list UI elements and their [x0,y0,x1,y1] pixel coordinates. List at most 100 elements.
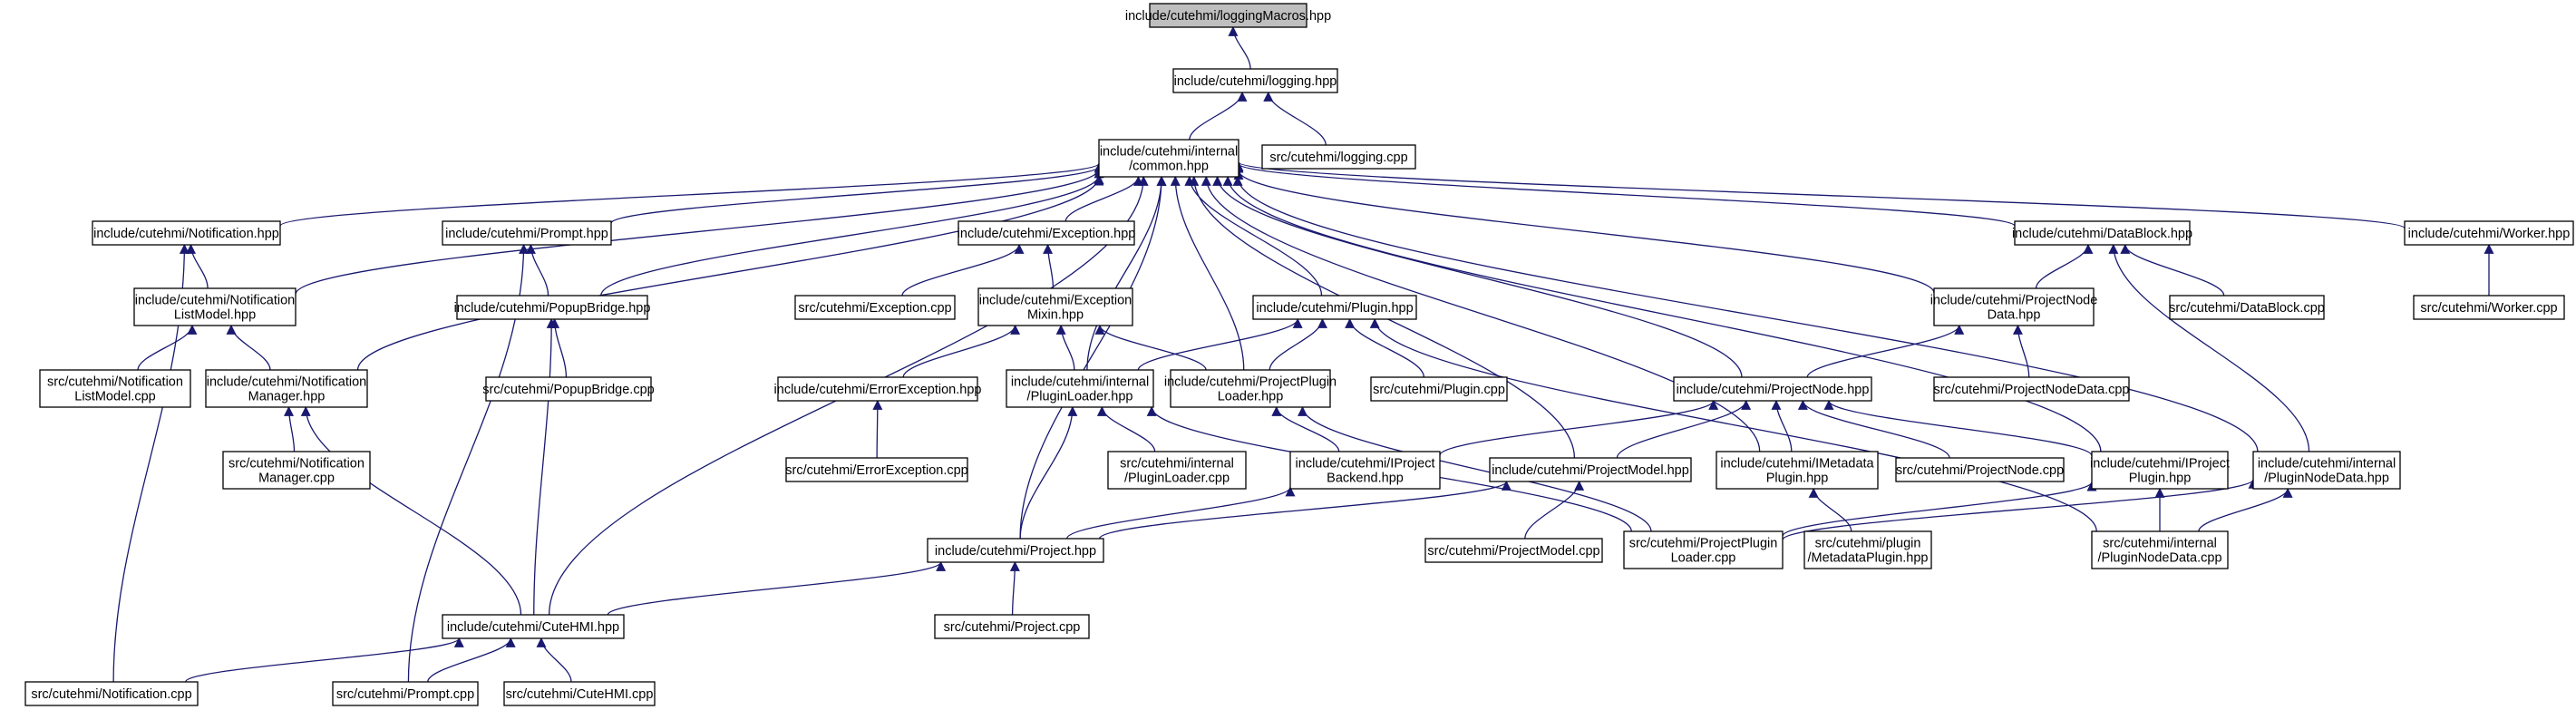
node-box [2091,530,2229,569]
node-label: /PluginNodeData.hpp [2264,472,2389,486]
node-label: include/cutehmi/PopupBridge.hpp [454,301,651,316]
edge-logging-cpp-to-logging-hpp [1263,91,1327,146]
edge-projectnodedata-cpp-to-projectnodedata-hpp [2012,324,2030,378]
edge-projectnode-hpp-to-common [1212,175,1743,378]
node-exception-cpp[interactable]: src/cutehmi/Exception.cpp [794,295,956,320]
node-exception-hpp[interactable]: include/cutehmi/Exception.hpp [957,220,1136,246]
edge-projectpluginloader-hpp-to-plugin-hpp [1269,317,1327,371]
node-box [2014,220,2191,246]
edge-exceptionmixin-hpp-to-exception-hpp [1043,243,1055,289]
node-label: include/cutehmi/Prompt.hpp [445,227,608,241]
node-prompt-cpp[interactable]: src/cutehmi/Prompt.cpp [332,681,479,706]
node-label: /MetadataPlugin.hpp [1807,551,1928,566]
node-cutehmi-hpp[interactable]: include/cutehmi/CuteHMI.hpp [442,614,625,639]
edge-iprojectplugin-hpp-to-projectnode-hpp [1823,399,2093,457]
edge-project-cpp-to-project-hpp [1009,560,1020,616]
node-popupbridge-hpp[interactable]: include/cutehmi/PopupBridge.hpp [454,295,651,320]
node-plugin-hpp[interactable]: include/cutehmi/Plugin.hpp [1252,295,1417,320]
node-box [503,681,656,706]
edge-iprojectplugin-hpp-to-common [1222,175,2102,452]
node-notiflistmodel-hpp[interactable]: include/cutehmi/NotificationListModel.hp… [133,287,296,326]
edge-common-to-logging-hpp [1189,91,1248,141]
node-label: src/cutehmi/Exception.cpp [798,301,951,316]
node-box [1489,457,1692,482]
edge-datablock-cpp-to-datablock-hpp [2120,243,2225,297]
node-box [1172,68,1338,93]
node-projectnodedata-cpp[interactable]: src/cutehmi/ProjectNodeData.cpp [1933,376,2130,402]
node-projectnodedata-hpp[interactable]: include/cutehmi/ProjectNodeData.hpp [1930,287,2098,326]
node-box [2091,451,2229,490]
node-pluginnodedata-hpp[interactable]: include/cutehmi/internal/PluginNodeData.… [2252,451,2401,490]
node-box [39,369,191,408]
node-errorexception-cpp[interactable]: src/cutehmi/ErrorException.cpp [785,457,968,482]
node-box [1803,530,1932,569]
node-notification-hpp[interactable]: include/cutehmi/Notification.hpp [92,220,281,246]
node-box [1098,139,1239,178]
edge-pluginloader-hpp-to-plugin-hpp [1137,317,1303,371]
node-pluginloader-hpp[interactable]: include/cutehmi/internal/PluginLoader.hp… [1006,369,1154,408]
edge-popupbridge-hpp-to-common [600,174,1104,297]
node-label: include/cutehmi/Notification [135,294,296,308]
node-metadataplugin-hpp[interactable]: src/cutehmi/plugin/MetadataPlugin.hpp [1803,530,1932,569]
edge-projectnodedata-hpp-to-datablock-hpp [2035,243,2094,289]
node-datablock-cpp[interactable]: src/cutehmi/DataBlock.cpp [2169,295,2325,320]
node-label: src/cutehmi/Plugin.cpp [1373,383,1505,397]
node-label: src/cutehmi/plugin [1815,537,1921,551]
node-worker-hpp[interactable]: include/cutehmi/Worker.hpp [2404,220,2574,246]
node-datablock-hpp[interactable]: include/cutehmi/DataBlock.hpp [2012,220,2192,246]
node-projectmodel-hpp[interactable]: include/cutehmi/ProjectModel.hpp [1489,457,1692,482]
node-label: ListModel.hpp [174,308,256,323]
edge-project-hpp-to-projectmodel-hpp [1098,480,1512,540]
node-label: Manager.cpp [258,472,335,486]
node-logging-hpp[interactable]: include/cutehmi/logging.hpp [1172,68,1338,93]
node-projectnode-cpp[interactable]: src/cutehmi/ProjectNode.cpp [1895,457,2065,482]
node-popupbridge-cpp[interactable]: src/cutehmi/PopupBridge.cpp [482,376,655,402]
edge-worker-hpp-to-common [1234,160,2406,229]
node-projectmodel-cpp[interactable]: src/cutehmi/ProjectModel.cpp [1424,538,1603,563]
node-pluginnodedata-cpp[interactable]: src/cutehmi/internal/PluginNodeData.cpp [2091,530,2229,569]
edge-notiflistmodel-hpp-to-notification-hpp [186,243,209,289]
node-project-cpp[interactable]: src/cutehmi/Project.cpp [934,614,1090,639]
node-box [977,287,1133,326]
node-box [1170,369,1331,408]
node-common[interactable]: include/cutehmi/internal/common.hpp [1098,139,1239,178]
node-logging-cpp[interactable]: src/cutehmi/logging.cpp [1261,144,1416,170]
edge-pluginnodedata-cpp-to-plugin-hpp [1369,317,2097,532]
node-label: include/cutehmi/ProjectModel.hpp [1492,463,1689,478]
node-plugin-cpp[interactable]: src/cutehmi/Plugin.cpp [1370,376,1508,402]
edge-imetadataplugin-hpp-to-common [1201,175,1761,452]
node-worker-cpp[interactable]: src/cutehmi/Worker.cpp [2413,295,2565,320]
node-pluginloader-cpp[interactable]: src/cutehmi/internal/PluginLoader.cpp [1107,451,1247,490]
edge-notiflistmodel-hpp-to-common [295,168,1104,295]
node-prompt-hpp[interactable]: include/cutehmi/Prompt.hpp [442,220,612,246]
node-projectnode-hpp[interactable]: include/cutehmi/ProjectNode.hpp [1673,376,1872,402]
node-box [794,295,956,320]
dependency-edges [112,25,2494,683]
edge-notifmanager-hpp-to-common [356,175,1104,371]
node-project-hpp[interactable]: include/cutehmi/Project.hpp [927,538,1104,563]
node-errorexception-hpp[interactable]: include/cutehmi/ErrorException.hpp [774,376,982,402]
node-label: src/cutehmi/Project.cpp [944,620,1081,635]
node-label: Plugin.hpp [2129,472,2192,486]
edge-pluginnodedata-hpp-to-datablock-hpp [2108,243,2310,452]
node-cutehmi-cpp[interactable]: src/cutehmi/CuteHMI.cpp [503,681,656,706]
node-label: src/cutehmi/ProjectModel.cpp [1427,544,1599,559]
node-loggingmacros[interactable]: include/cutehmi/loggingMacros.hpp [1125,3,1331,28]
node-label: src/cutehmi/ErrorException.cpp [785,463,967,478]
node-box [92,220,281,246]
node-notification-cpp[interactable]: src/cutehmi/Notification.cpp [24,681,199,706]
node-label: include/cutehmi/loggingMacros.hpp [1125,9,1331,24]
node-label: include/cutehmi/Exception.hpp [957,227,1136,241]
edge-imetadataplugin-hpp-to-projectnode-hpp [1771,399,1793,452]
node-label: include/cutehmi/IProject [2090,457,2230,472]
